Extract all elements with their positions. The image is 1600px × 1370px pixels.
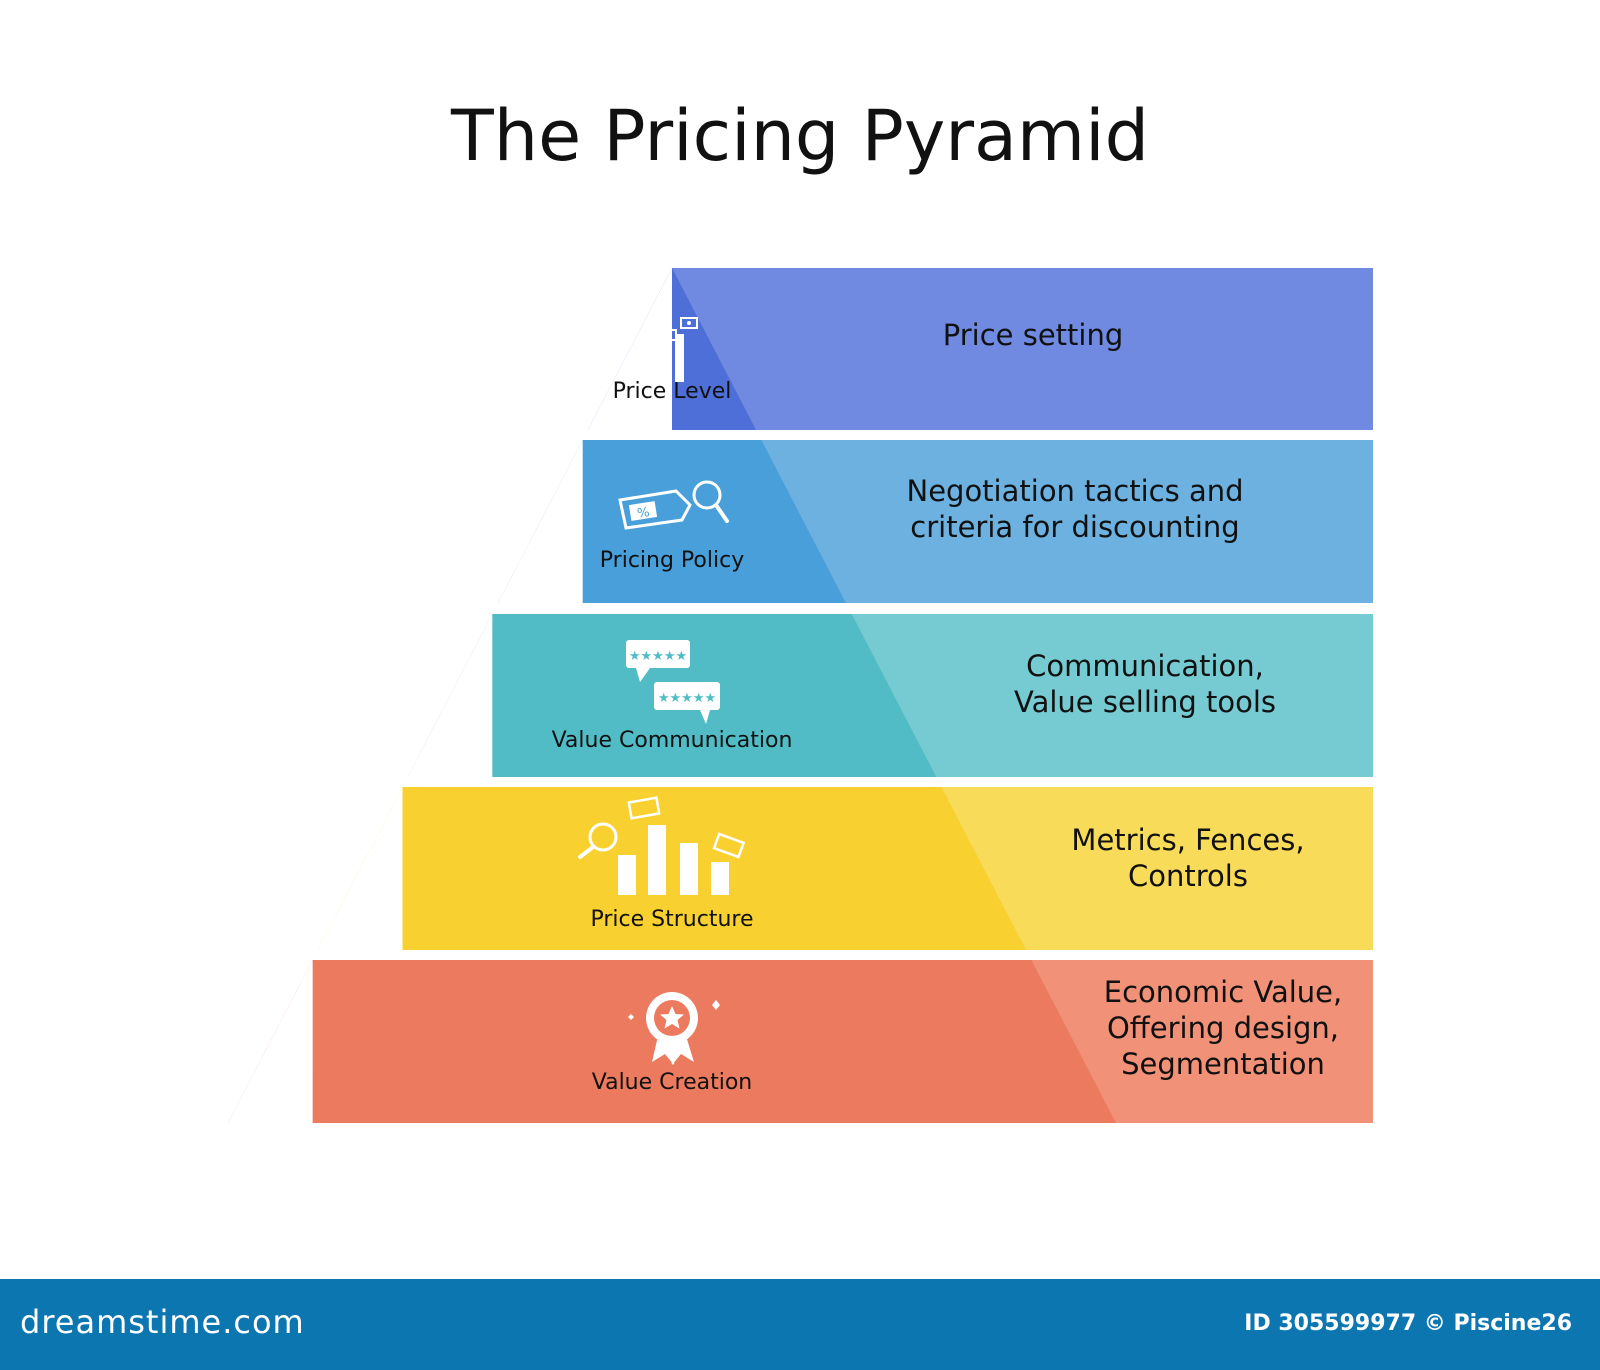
level-description-line: Communication, <box>1026 649 1264 683</box>
band-1-background <box>672 268 1373 430</box>
svg-text:★★★★★: ★★★★★ <box>658 691 716 706</box>
level-label: Value Communication <box>552 728 793 753</box>
band-3-edge <box>407 614 493 777</box>
diagram-title: The Pricing Pyramid <box>450 95 1150 177</box>
svg-text:%: % <box>636 505 651 522</box>
level-description-line: criteria for discounting <box>910 510 1239 544</box>
band-5-edge <box>228 960 313 1123</box>
level-description-line: Value selling tools <box>1014 685 1276 719</box>
band-1-edge <box>587 268 672 430</box>
level-label: Price Structure <box>590 907 753 932</box>
level-description-line: Controls <box>1128 859 1248 893</box>
review-chat-bubbles-icon: ★★★★★ ★★★★★ <box>626 640 720 724</box>
level-description-line: Price setting <box>943 318 1124 352</box>
level-description-line: Segmentation <box>1121 1047 1325 1081</box>
level-description-line: Offering design, <box>1107 1011 1339 1045</box>
level-description-line: Negotiation tactics and <box>907 474 1244 508</box>
level-description-line: Economic Value, <box>1104 975 1342 1009</box>
bar-chart-magnifier-icon <box>578 796 746 895</box>
level-description-line: Metrics, Fences, <box>1071 823 1304 857</box>
footer-credit: ID 305599977 © Piscine26 <box>1244 1311 1572 1336</box>
bar-chart-money-icon <box>639 317 698 382</box>
footer-brand[interactable]: dreamstime.com <box>20 1303 305 1341</box>
svg-text:★★★★★: ★★★★★ <box>629 649 687 664</box>
footer-bar: dreamstime.com ID 305599977 © Piscine26 <box>0 1279 1600 1370</box>
level-label: Value Creation <box>592 1070 753 1095</box>
level-label: Price Level <box>613 379 732 404</box>
band-4-pyramid-segment <box>317 787 1027 950</box>
band-2-edge <box>498 440 583 603</box>
level-label: Pricing Policy <box>600 548 744 573</box>
band-4-edge <box>317 787 403 950</box>
price-tag-magnifier-icon: % <box>618 480 729 530</box>
award-badge-icon <box>628 992 720 1065</box>
